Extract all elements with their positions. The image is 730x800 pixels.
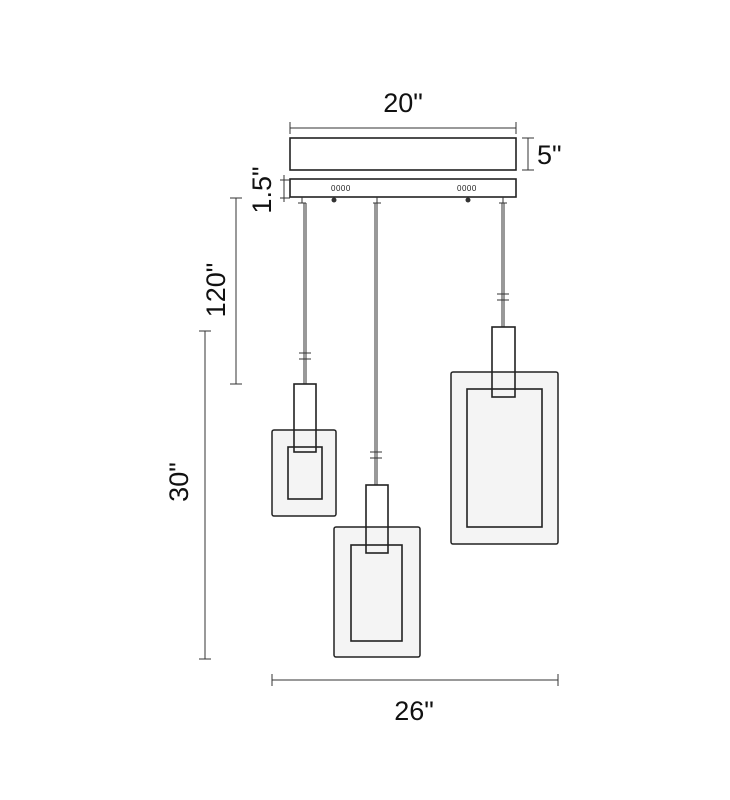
canopy-width-label: 20" bbox=[383, 88, 423, 118]
pendant-middle bbox=[333, 203, 421, 658]
canopy-height-label: 5" bbox=[537, 140, 562, 170]
canopy bbox=[289, 137, 517, 171]
overall-width-dimension: 26" bbox=[271, 674, 559, 726]
canopy-width-dimension: 20" bbox=[289, 88, 517, 134]
canopy-height-dimension: 5" bbox=[522, 137, 562, 171]
fixture-height-dimension: 30" bbox=[164, 330, 211, 660]
mount-mark-right: 0000 bbox=[457, 184, 477, 193]
mount-mark-left: 0000 bbox=[331, 184, 351, 193]
mounting-plate bbox=[289, 178, 517, 198]
fixture-height-label: 30" bbox=[164, 462, 194, 502]
pendant-right bbox=[450, 203, 559, 545]
pendant-left bbox=[271, 203, 337, 517]
overall-width-label: 26" bbox=[394, 696, 434, 726]
plate-height-label: 1.5" bbox=[247, 166, 277, 213]
cable-length-label: 120" bbox=[201, 263, 231, 318]
cable-length-dimension: 120" bbox=[201, 197, 242, 385]
plate-screws bbox=[298, 197, 507, 204]
plate-height-dimension: 1.5" bbox=[247, 166, 290, 214]
